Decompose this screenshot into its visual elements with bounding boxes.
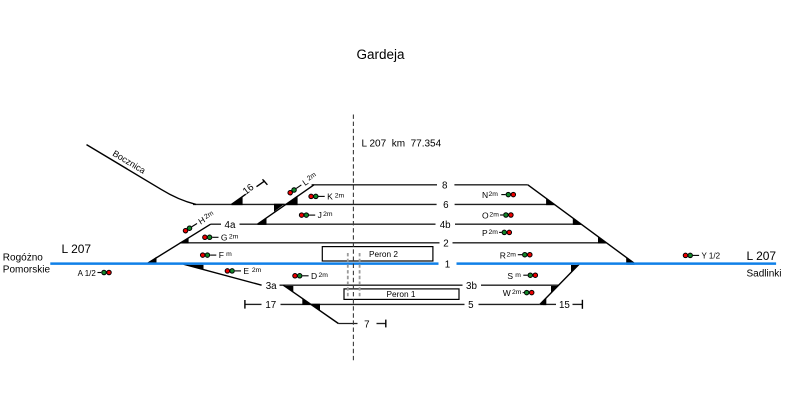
svg-text:Pomorskie: Pomorskie xyxy=(3,265,51,276)
svg-text:2: 2 xyxy=(443,239,448,250)
svg-text:G2m: G2m xyxy=(221,232,239,242)
svg-text:5: 5 xyxy=(468,300,474,311)
svg-text:15: 15 xyxy=(559,300,570,311)
svg-text:Fm: Fm xyxy=(219,250,232,260)
svg-text:Peron 1: Peron 1 xyxy=(386,289,415,299)
svg-text:6: 6 xyxy=(443,200,449,211)
svg-text:W2m: W2m xyxy=(503,288,522,298)
svg-text:D2m: D2m xyxy=(311,271,328,281)
svg-text:1: 1 xyxy=(445,260,450,271)
svg-text:8: 8 xyxy=(442,181,448,192)
svg-text:E2m: E2m xyxy=(243,266,261,276)
svg-text:Sadlinki: Sadlinki xyxy=(747,269,782,280)
svg-text:7: 7 xyxy=(364,319,369,330)
svg-text:L 207: L 207 xyxy=(62,242,92,256)
svg-text:N2m: N2m xyxy=(482,190,498,200)
svg-text:A 1/2: A 1/2 xyxy=(78,269,97,278)
svg-text:R2m: R2m xyxy=(500,250,517,260)
svg-text:O2m: O2m xyxy=(482,211,499,221)
svg-text:Rogóżno: Rogóżno xyxy=(3,252,43,263)
svg-text:Gardeja: Gardeja xyxy=(356,47,405,62)
svg-text:3a: 3a xyxy=(266,281,277,292)
svg-text:17: 17 xyxy=(265,300,276,311)
svg-text:Sm: Sm xyxy=(507,271,521,281)
svg-text:K2m: K2m xyxy=(327,191,344,201)
svg-text:Peron 2: Peron 2 xyxy=(369,249,398,259)
svg-text:L 207 km 77.354: L 207 km 77.354 xyxy=(362,138,442,149)
svg-text:4b: 4b xyxy=(440,220,451,231)
svg-text:4a: 4a xyxy=(225,220,236,231)
svg-text:Y 1/2: Y 1/2 xyxy=(702,251,721,260)
svg-text:3b: 3b xyxy=(466,281,477,292)
svg-text:P2m: P2m xyxy=(482,228,498,238)
svg-text:J2m: J2m xyxy=(318,210,333,220)
svg-text:L 207: L 207 xyxy=(747,249,777,263)
